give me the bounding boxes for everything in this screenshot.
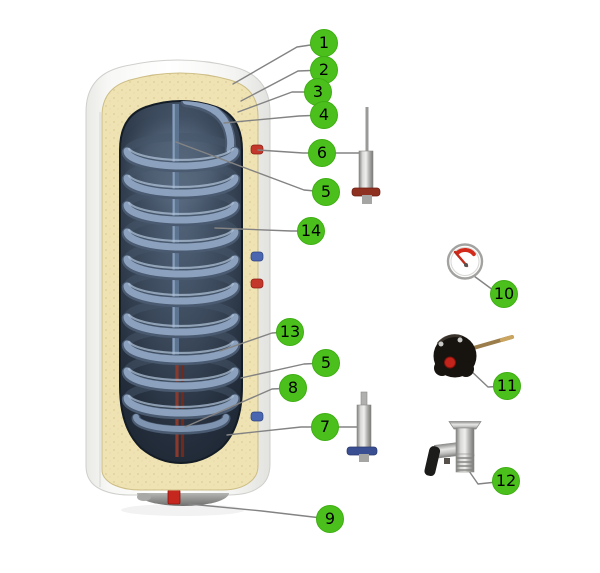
immersion-sleeve-blue-icon	[346, 391, 378, 462]
thermometer-gauge-icon	[446, 243, 484, 280]
outlet-elbow-tube	[180, 101, 236, 158]
fitting-red-top	[250, 144, 264, 155]
thermostat-icon	[433, 334, 514, 378]
sensor-pipe	[172, 104, 179, 358]
side-fittings	[250, 144, 264, 422]
immersion-sleeve-red-icon	[351, 107, 381, 204]
safety-valve-icon	[424, 421, 482, 477]
fitting-blue-low	[250, 411, 264, 422]
fitting-red-mid	[250, 278, 264, 289]
fitting-blue-mid	[250, 251, 264, 262]
drain-plug	[167, 489, 181, 505]
coil-front	[127, 149, 235, 435]
